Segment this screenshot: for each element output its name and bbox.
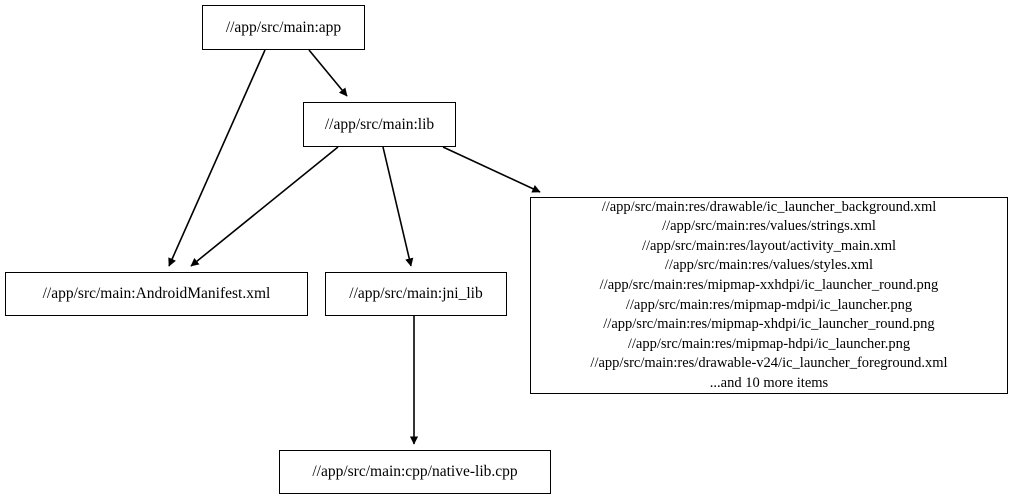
edge-lib-to-manifest [190, 146, 339, 267]
graph-node-lib[interactable]: //app/src/main:lib [303, 102, 456, 147]
graph-node-jni-lib[interactable]: //app/src/main:jni_lib [325, 272, 507, 316]
edge-app-to-manifest [168, 49, 266, 267]
edge-lib-to-jni-lib [382, 146, 414, 267]
graph-node-res-group-label: //app/src/main:res/drawable/ic_launcher_… [590, 198, 948, 391]
graph-node-native-lib-cpp-label: //app/src/main:cpp/native-lib.cpp [312, 463, 518, 481]
graph-node-jni-lib-label: //app/src/main:jni_lib [349, 285, 483, 303]
graph-node-app-label: //app/src/main:app [225, 18, 342, 36]
graph-node-androidmanifest-xml-label: //app/src/main:AndroidManifest.xml [42, 285, 271, 303]
graph-node-androidmanifest-xml[interactable]: //app/src/main:AndroidManifest.xml [5, 272, 308, 316]
graph-node-app[interactable]: //app/src/main:app [202, 5, 365, 50]
graph-node-res-group[interactable]: //app/src/main:res/drawable/ic_launcher_… [530, 197, 1008, 394]
edge-lib-to-res [442, 146, 541, 193]
graph-node-lib-label: //app/src/main:lib [324, 115, 435, 133]
edge-app-to-lib [308, 49, 348, 97]
graph-node-native-lib-cpp[interactable]: //app/src/main:cpp/native-lib.cpp [279, 450, 551, 494]
